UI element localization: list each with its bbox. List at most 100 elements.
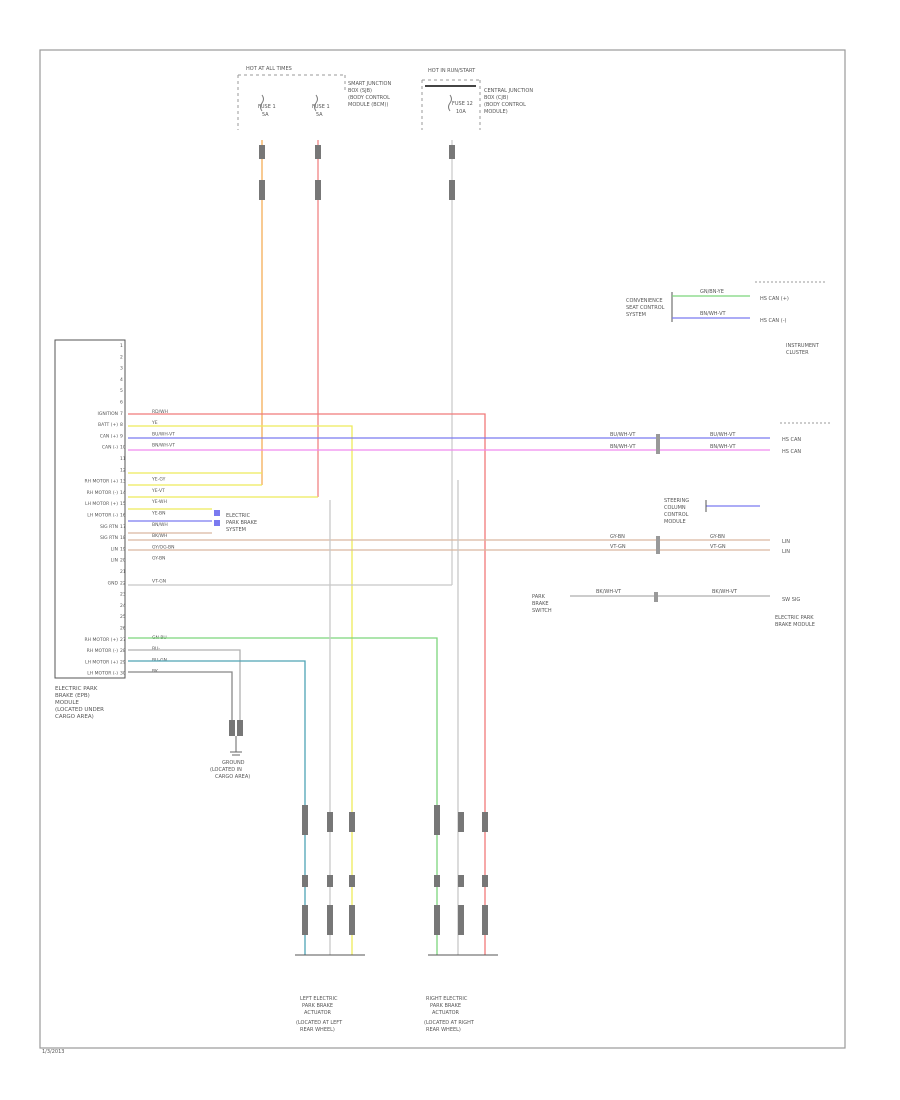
ic-left-1: SEAT CONTROL [626,305,665,311]
ground: GROUND (LOCATED IN CARGO AREA) [210,720,250,780]
module-pin-number: 28 [120,648,126,654]
module-pin-number: 4 [120,377,123,383]
actuator-connectors [302,805,488,935]
park-brake-switch: PARK BRAKE SWITCH BK/WH-VT BK/WH-VT SW S… [532,589,815,628]
module-name-4: CARGO AREA) [55,714,94,720]
fuse-symbols [260,94,452,112]
module-pin-label: RH MOTOR (+) [85,637,119,643]
module-pin-wire: VT-GN [152,578,166,584]
lin-source-2: CONTROL [664,512,689,518]
actuator-left-label: LEFT ELECTRIC PARK BRAKE ACTUATOR (LOCAT… [296,996,343,1033]
module-pin-wire: YE-BN [151,511,166,517]
module-pin-number: 1 [120,343,123,349]
module-pin-wire: YE-VT [151,488,165,494]
act-right-0: RIGHT ELECTRIC [426,996,468,1002]
fuse-left-num2: FUSE 1 [312,104,330,110]
fuse-box-right-note-0: CENTRAL JUNCTION [484,88,533,94]
lin-wire2-b: VT-GN [710,544,726,550]
lin-source-0: STEERING [664,498,689,504]
module-pin-number: 26 [120,626,126,632]
module-pin-number: 11 [120,456,126,462]
module-pin-label: BATT (+) [98,422,118,428]
module-pin-number: 8 [120,422,123,428]
ic-left-2: SYSTEM [626,312,646,318]
ic-right-1: HS CAN (+) [760,296,789,302]
module-pin-number: 24 [120,603,126,609]
pbs-left-0: PARK [532,594,546,600]
module-pin-label: LH MOTOR (+) [85,659,118,665]
module-name: ELECTRIC PARK BRAKE (EPB) MODULE (LOCATE… [55,686,104,720]
act-right-2: ACTUATOR [432,1010,460,1016]
module-pin-label: LIN [111,546,118,552]
fuse-box-right-note-3: MODULE) [484,109,508,115]
pbs-module-0: ELECTRIC PARK [775,615,814,621]
fuse-box-right-note-1: BOX (CJB) [484,95,508,101]
fuse-left-amp2: 5A [316,112,323,118]
lin-source: STEERING COLUMN CONTROL MODULE [664,498,760,525]
feed-wires [261,140,453,585]
module-pin-number: 10 [120,445,126,451]
harness-wires [128,413,770,955]
module-pin-label: RH MOTOR (-) [87,490,119,496]
module-pin-number: 12 [120,467,126,473]
fuse-box-right: HOT IN RUN/START FUSE 12 10A CENTRAL JUN… [421,68,533,130]
module-pin-wire: BN/WH [152,522,168,528]
pbs-left-2: SWITCH [532,608,552,614]
can-wire1-a: BU/WH-VT [610,432,636,438]
jumper-note-1: PARK BRAKE [226,520,257,526]
act-right-3: (LOCATED AT RIGHT [424,1020,475,1026]
module-name-2: MODULE [55,700,79,706]
module-pin-number: 9 [120,433,123,439]
pbs-module-1: BRAKE MODULE [775,622,815,628]
instrument-cluster: CONVENIENCE SEAT CONTROL SYSTEM GN/BN-YE… [626,281,825,356]
module-pin-wire: YE-GY [151,477,166,483]
module-pin-number: 7 [120,411,123,417]
module-pin-label: RH MOTOR (-) [87,648,119,654]
ground-2: CARGO AREA) [215,774,250,780]
jumper-note-0: ELECTRIC [226,513,251,519]
pbs-left-1: BRAKE [532,601,549,607]
module-pin-wire: BU-... [152,646,164,652]
ic-left-0: CONVENIENCE [626,298,663,304]
fuse-box-left-note-3: MODULE (BCM)) [348,102,388,108]
footer-date: 1/3/2013 [42,1049,64,1055]
lin-wire1-a: GY-BN [610,534,625,540]
module-pin-number: 2 [120,354,123,360]
module-name-3: (LOCATED UNDER [55,707,104,713]
module-name-1: BRAKE (EPB) [55,693,90,699]
act-right-4: REAR WHEEL) [426,1027,461,1033]
module-pin-wire: YE-WH [151,499,167,505]
module-pin-number: 30 [120,671,126,677]
module-pin-number: 13 [120,479,126,485]
module-pin-number: 17 [120,524,126,530]
ic-label-1: CLUSTER [786,350,809,356]
module-pin-label: CAN (-) [102,445,118,451]
can-end-2: HS CAN [782,449,801,455]
fuse-left-num: FUSE 1 [258,104,276,110]
module-pin-label: LH MOTOR (-) [87,513,118,519]
module-pin-wire: BU/WH-VT [152,431,175,437]
module-pin-wire: RD/WH [152,409,168,415]
fuse-box-left-title: HOT AT ALL TIMES [246,66,292,72]
epb-module-box [54,339,126,679]
module-pin-number: 25 [120,614,126,620]
fuse-left-amp: 5A [262,112,269,118]
module-pin-number: 15 [120,501,126,507]
module-pin-wire: YE [151,420,158,426]
module-pin-number: 22 [120,580,126,586]
module-pin-label: SIG RTN [100,535,118,541]
module-pin-number: 18 [120,535,126,541]
lin-end-1: LIN [782,539,790,545]
actuator-right-label: RIGHT ELECTRIC PARK BRAKE ACTUATOR (LOCA… [424,996,475,1033]
act-left-1: PARK BRAKE [302,1003,333,1009]
right-connectors: BU/WH-VT BU/WH-VT BN/WH-VT BN/WH-VT HS C… [610,422,832,555]
ic-label-0: INSTRUMENT [786,343,820,349]
module-pin-label: GND [108,580,119,586]
module-pin-number: 16 [120,513,126,519]
module-pin-number: 6 [120,400,123,406]
act-left-0: LEFT ELECTRIC [300,996,338,1002]
module-pin-label: LH MOTOR (-) [87,671,118,677]
module-pin-wire: GY-BN [152,556,165,562]
